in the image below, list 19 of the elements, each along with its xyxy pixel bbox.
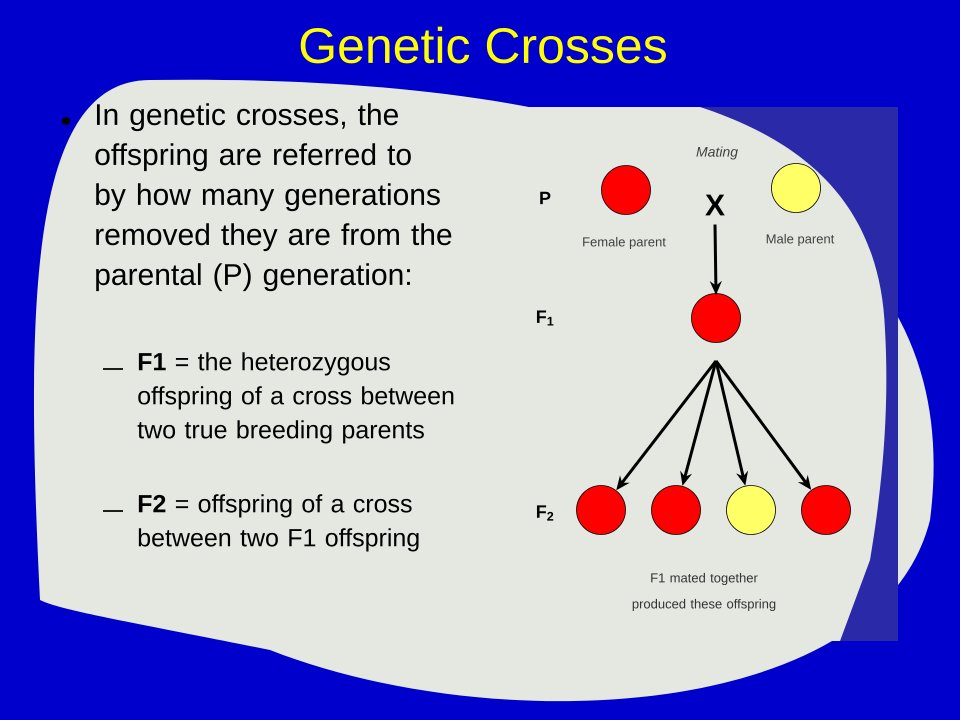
circle-marker — [576, 485, 626, 535]
caption-text: F1 mated together produced these offspring — [632, 572, 776, 612]
sub-bullet-text: F2 = offspring of a cross between two F1 offspring — [138, 494, 419, 552]
generation-label: F$_{2}$ — [536, 505, 554, 521]
cross-symbol: X — [705, 194, 725, 216]
circle-marker — [691, 293, 741, 343]
mating-label: Mating — [696, 146, 738, 160]
bullet-text: In genetic crosses, the offspring are referred to by how many generations removed they are from the parental (P) generation: — [95, 103, 452, 292]
parent-label: Male parent — [766, 234, 834, 246]
title: Genetic Crosses — [300, 26, 666, 64]
circle-marker — [726, 485, 776, 535]
sub-bullet-text: F1 = the heterozygous offspring of a cross between two true breeding parents — [138, 352, 454, 444]
parent-label: Female parent — [583, 236, 666, 250]
circle-marker — [651, 485, 701, 535]
circle-marker — [601, 165, 651, 215]
generation-label: P — [540, 192, 550, 204]
generation-label: F$_{1}$ — [536, 310, 554, 326]
circle-marker — [771, 163, 821, 213]
circle-marker — [801, 485, 851, 535]
